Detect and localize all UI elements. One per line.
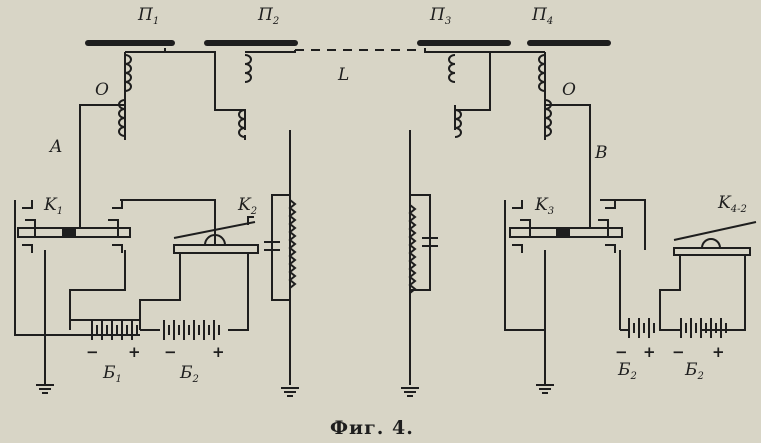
relay-k1 bbox=[17, 200, 131, 253]
battery-b2-icon bbox=[163, 320, 220, 340]
label-p4-sub: 4 bbox=[546, 16, 553, 27]
label-station-a: A bbox=[48, 137, 62, 157]
label-p2: П bbox=[257, 5, 274, 25]
coil-left-primary-icon bbox=[124, 54, 132, 92]
label-b1-sub: 1 bbox=[116, 374, 122, 385]
label-k3-sub: 3 bbox=[548, 206, 554, 217]
label-b3: Б bbox=[617, 360, 631, 380]
battery-b1-icon bbox=[91, 320, 138, 340]
label-p4: П bbox=[531, 5, 548, 25]
capacitor-left bbox=[264, 241, 280, 251]
minus-b2: − bbox=[164, 343, 177, 361]
minus-b1: − bbox=[86, 343, 99, 361]
ground-right-tuner-icon bbox=[401, 387, 419, 397]
svg-text:K2: K2 bbox=[237, 195, 257, 217]
label-p2-sub: 2 bbox=[272, 16, 279, 27]
svg-text:П4: П4 bbox=[531, 5, 553, 27]
battery-b3-icon bbox=[628, 318, 655, 338]
left-wiring bbox=[14, 48, 296, 385]
svg-text:Б2: Б2 bbox=[684, 360, 704, 382]
label-k3: K bbox=[534, 195, 549, 215]
label-p3-sub: 3 bbox=[445, 16, 451, 27]
coil-right-line-icon bbox=[448, 54, 456, 83]
inductor-left-icon bbox=[288, 199, 297, 289]
svg-text:П2: П2 bbox=[257, 5, 279, 27]
plus-b1: + bbox=[128, 343, 141, 361]
right-wiring bbox=[409, 48, 746, 385]
coil-left-lower-icon bbox=[238, 109, 246, 138]
relay-k3 bbox=[509, 200, 623, 253]
svg-text:П1: П1 bbox=[137, 5, 159, 27]
label-k2: K bbox=[237, 195, 252, 215]
svg-text:Б2: Б2 bbox=[617, 360, 637, 382]
svg-text:K3: K3 bbox=[534, 195, 554, 217]
battery-b4-icon bbox=[680, 318, 727, 338]
ground-left-tuner-icon bbox=[281, 387, 299, 397]
svg-text:K4-2: K4-2 bbox=[717, 193, 747, 215]
coil-right-primary-icon bbox=[538, 54, 546, 92]
key-k2 bbox=[173, 216, 259, 254]
label-b1: Б bbox=[102, 363, 116, 383]
label-k4: K bbox=[717, 193, 732, 213]
batteries bbox=[91, 318, 727, 340]
label-k1: K bbox=[43, 195, 58, 215]
svg-text:Б1: Б1 bbox=[102, 363, 122, 385]
label-o-right: O bbox=[562, 80, 576, 100]
label-k2-sub: 2 bbox=[250, 206, 257, 217]
minus-b3: − bbox=[615, 343, 628, 361]
inductor-right-icon bbox=[408, 204, 417, 294]
label-line-l: L bbox=[337, 65, 349, 85]
plus-b2: + bbox=[212, 343, 225, 361]
label-b3-sub: 2 bbox=[630, 371, 637, 382]
ground-left-icon bbox=[36, 384, 54, 394]
label-b4: Б bbox=[684, 360, 698, 380]
label-b2-sub: 2 bbox=[192, 374, 199, 385]
svg-text:Б2: Б2 bbox=[179, 363, 199, 385]
label-p1-sub: 1 bbox=[153, 16, 159, 27]
minus-b4: − bbox=[672, 343, 685, 361]
coil-right-secondary-icon bbox=[544, 99, 552, 137]
capacitor-right bbox=[422, 237, 438, 247]
coil-left-secondary-icon bbox=[118, 99, 126, 137]
plus-b3: + bbox=[643, 343, 656, 361]
ground-right-icon bbox=[536, 384, 554, 394]
label-b4-sub: 2 bbox=[697, 371, 704, 382]
plates bbox=[85, 40, 611, 51]
svg-text:П3: П3 bbox=[429, 5, 451, 27]
label-k1-sub: 1 bbox=[57, 206, 63, 217]
key-k4 bbox=[673, 221, 757, 256]
label-o-left: O bbox=[95, 80, 109, 100]
svg-text:K1: K1 bbox=[43, 195, 63, 217]
label-b2: Б bbox=[179, 363, 193, 383]
coil-right-lower-icon bbox=[454, 109, 462, 138]
figure-caption: Фиг. 4. bbox=[330, 417, 414, 439]
label-p1: П bbox=[137, 5, 154, 25]
label-station-b: B bbox=[594, 143, 608, 163]
capacitors bbox=[264, 237, 438, 251]
generated-symbols bbox=[36, 54, 554, 397]
coil-left-line-icon bbox=[244, 54, 252, 83]
label-p3: П bbox=[429, 5, 446, 25]
plus-b4: + bbox=[712, 343, 725, 361]
label-k4-sub: 4-2 bbox=[730, 204, 747, 215]
